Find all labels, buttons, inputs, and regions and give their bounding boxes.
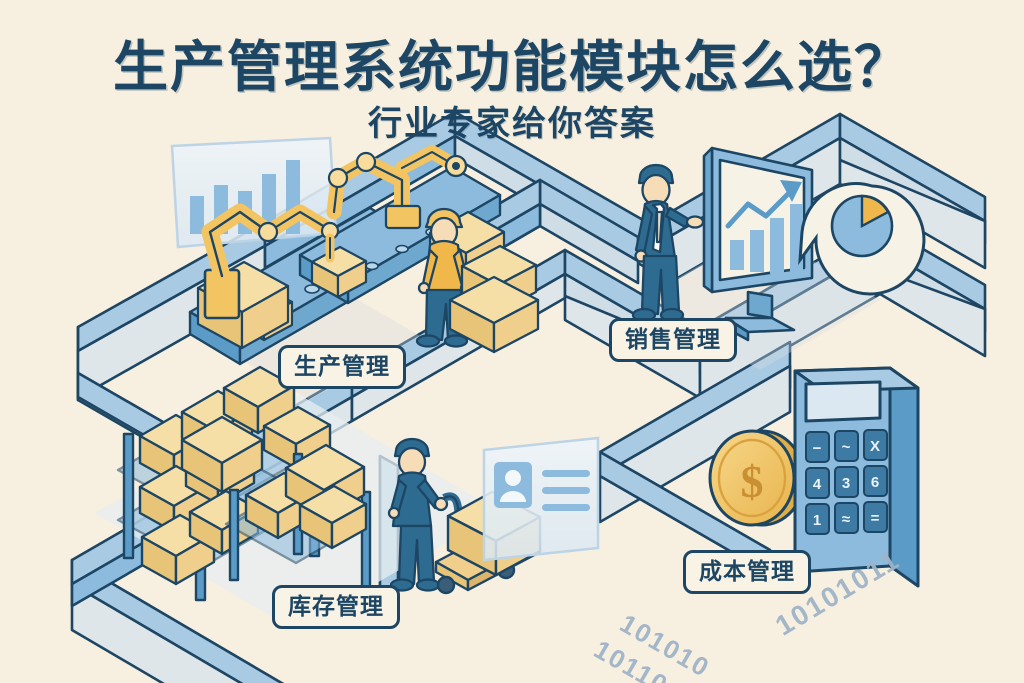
trend-arrow-icon: [725, 183, 799, 229]
svg-text:=: =: [871, 510, 880, 527]
box-small-2: [310, 245, 368, 299]
module-label-sales[interactable]: 销售管理: [609, 318, 737, 363]
pie-chart-bubble: [798, 182, 926, 296]
svg-text:X: X: [870, 438, 880, 455]
inventory-worker: [387, 437, 449, 592]
businessman: [631, 163, 705, 323]
warehouse-rack-right: [180, 415, 372, 594]
svg-text:~: ~: [842, 439, 851, 456]
profile-card-panel: [482, 436, 600, 562]
wall-cost-left: [598, 340, 792, 524]
module-label-inventory[interactable]: 库存管理: [272, 585, 400, 630]
stacked-boxes-production: [448, 244, 540, 354]
monitor: [702, 146, 814, 342]
robot-arm-right: [326, 145, 468, 230]
svg-text:≈: ≈: [842, 511, 850, 528]
svg-text:−: −: [813, 440, 822, 457]
page-subtitle: 行业专家给你答案: [368, 105, 656, 143]
calculator-keys: [805, 429, 888, 535]
svg-text:4: 4: [813, 476, 822, 493]
module-label-production[interactable]: 生产管理: [278, 345, 406, 390]
svg-text:3: 3: [842, 475, 850, 492]
gold-coin: $: [708, 429, 806, 527]
robot-arm-left: [201, 203, 340, 320]
svg-text:1: 1: [813, 512, 821, 529]
svg-text:6: 6: [871, 474, 879, 491]
calculator: − ~ X 4 3 6 1 ≈ =: [793, 366, 920, 588]
module-label-cost[interactable]: 成本管理: [683, 550, 811, 595]
page-title: 生产管理系统功能模块怎么选？: [112, 36, 911, 98]
svg-text:$: $: [741, 456, 764, 507]
box-bottom: [448, 275, 540, 354]
robotic-arms: [201, 145, 468, 320]
